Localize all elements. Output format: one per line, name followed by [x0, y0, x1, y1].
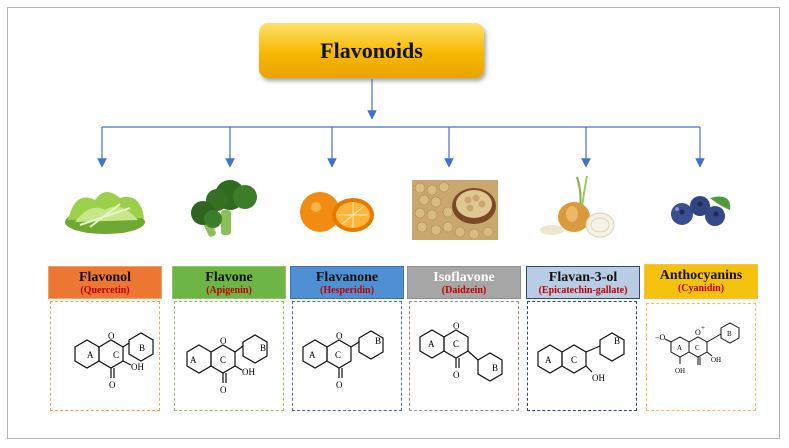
class-header-flavonol: Flavonol (Quercetin): [48, 266, 162, 299]
diagram-frame: [7, 7, 780, 439]
class-example: (Daidzein): [441, 285, 487, 297]
ring-label-a: A: [545, 355, 552, 365]
ring-label-a: A: [428, 339, 435, 349]
structure-box-isoflavone: A C B O O: [409, 301, 519, 411]
structure-box-flavan-3-ol: A C B OH: [527, 301, 637, 411]
hydroxyl-group: OH: [592, 373, 605, 383]
ring-label-b: B: [139, 343, 145, 353]
carbonyl-oxygen: O: [453, 370, 460, 380]
lettuce-icon: [65, 191, 145, 234]
ring-label-a: A: [677, 344, 682, 352]
ring-label-c: C: [335, 350, 341, 360]
class-name: Flavonol: [78, 270, 132, 285]
class-name: Flavone: [205, 270, 253, 285]
ring-label-b: B: [727, 330, 732, 338]
title-box: Flavonoids: [259, 23, 484, 78]
ring-oxygen: O: [108, 331, 115, 341]
blueberry-icon: [671, 196, 731, 226]
class-header-flavan-3-ol: Flavan-3-ol (Epicatechin-gallate): [526, 266, 640, 299]
ring-label-c: C: [453, 339, 459, 349]
carbonyl-oxygen: O: [336, 380, 343, 390]
ring-oxygen: O: [220, 336, 227, 346]
ring-label-b: B: [375, 336, 381, 346]
flavanone-structure: A C B O O: [302, 330, 384, 390]
class-header-isoflavone: Isoflavone (Daidzein): [407, 266, 521, 299]
hydroxyl-group: OH: [131, 362, 144, 372]
ring-label-c: C: [571, 355, 577, 365]
flavan-3-ol-structure: A C B OH: [537, 332, 625, 383]
ring-label-c: C: [220, 355, 226, 365]
class-name: Anthocyanins: [659, 268, 743, 283]
class-example: (Cyanidin): [677, 283, 725, 295]
class-header-anthocyanins: Anthocyanins (Cyanidin): [644, 264, 758, 299]
cyanidin-structure: −O A C B O + OH OH: [655, 322, 740, 375]
class-example: (Quercetin): [80, 285, 130, 297]
ring-label-c: C: [695, 344, 700, 352]
structure-box-anthocyanins: −O A C B O + OH OH: [646, 303, 756, 411]
hydroxyl-group-3: OH: [711, 356, 721, 364]
class-header-flavanone: Flavanone (Hesperidin): [290, 266, 404, 299]
soybean-icon: [412, 180, 498, 240]
structure-box-flavanone: A C B O O: [292, 301, 402, 411]
ring-label-b: B: [492, 363, 498, 373]
flavonol-structure: A C B O O OH: [74, 331, 154, 390]
hydroxyl-group-5: OH: [675, 367, 685, 375]
diagram-title: Flavonoids: [320, 37, 423, 63]
isoflavone-structure: A C B O O: [419, 321, 503, 382]
hydroxyl-group: OH: [242, 367, 255, 377]
class-name: Flavanone: [315, 270, 379, 285]
class-name: Flavan-3-ol: [548, 270, 618, 285]
onion-icon: [540, 175, 615, 238]
ring-oxygen: O: [336, 331, 343, 341]
ring-label-a: A: [309, 350, 316, 360]
structure-box-flavone: A C B O O OH: [174, 301, 284, 411]
orange-icon: [300, 192, 374, 232]
structure-box-flavonol: A C B O O OH: [50, 301, 160, 411]
ring-oxygen: O: [695, 328, 701, 337]
flavone-structure: A C B O O OH: [186, 334, 268, 395]
ring-label-a: A: [190, 355, 197, 365]
class-name: Isoflavone: [433, 270, 495, 285]
class-example: (Epicatechin-gallate): [538, 285, 628, 297]
oxide-group: −O: [655, 333, 666, 342]
class-header-flavone: Flavone (Apigenin): [172, 266, 286, 299]
ring-label-b: B: [260, 343, 266, 353]
ring-oxygen: O: [453, 321, 460, 331]
ring-label-b: B: [614, 336, 620, 346]
carbonyl-oxygen: O: [109, 380, 116, 390]
ring-label-a: A: [87, 350, 94, 360]
ring-label-c: C: [113, 350, 119, 360]
class-example: (Apigenin): [206, 285, 252, 297]
class-example: (Hesperidin): [320, 285, 374, 297]
positive-charge: +: [701, 324, 705, 332]
carbonyl-oxygen: O: [220, 385, 227, 395]
broccoli-icon: [191, 180, 257, 237]
